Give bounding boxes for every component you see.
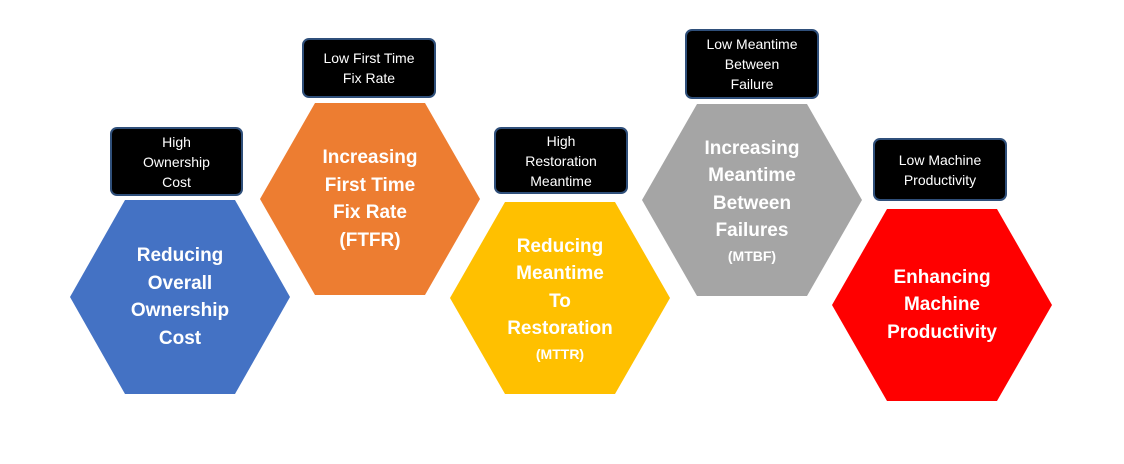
hexagon-enhancing-productivity: Enhancing Machine Productivity: [832, 209, 1052, 401]
hexagon-title: Increasing Meantime Between Failures: [704, 137, 800, 242]
hexagon-title: Reducing Meantime To Restoration: [507, 235, 613, 340]
tag-high-restoration-meantime: High Restoration Meantime: [494, 127, 628, 194]
hexagon-reducing-ownership-cost: Reducing Overall Ownership Cost: [70, 200, 290, 394]
tag-low-meantime-between-failure: Low Meantime Between Failure: [685, 29, 819, 99]
hexagon-increasing-mtbf: Increasing Meantime Between Failures (MT…: [642, 104, 862, 296]
tag-low-first-time-fix-rate: Low First Time Fix Rate: [302, 38, 436, 98]
hexagon-abbreviation: (MTBF): [727, 247, 777, 264]
hexagon-abbreviation: (MTTR): [535, 345, 585, 362]
tag-high-ownership-cost: High Ownership Cost: [110, 127, 243, 196]
hexagon-title: Enhancing Machine Productivity: [887, 266, 997, 343]
tag-low-machine-productivity: Low Machine Productivity: [873, 138, 1007, 201]
hexagon-reducing-mttr: Reducing Meantime To Restoration (MTTR): [450, 202, 670, 394]
hexagon-title: Increasing First Time Fix Rate (FTFR): [322, 147, 418, 251]
hexagon-title: Reducing Overall Ownership Cost: [130, 245, 230, 349]
hexagon-increasing-ftfr: Increasing First Time Fix Rate (FTFR): [260, 103, 480, 295]
